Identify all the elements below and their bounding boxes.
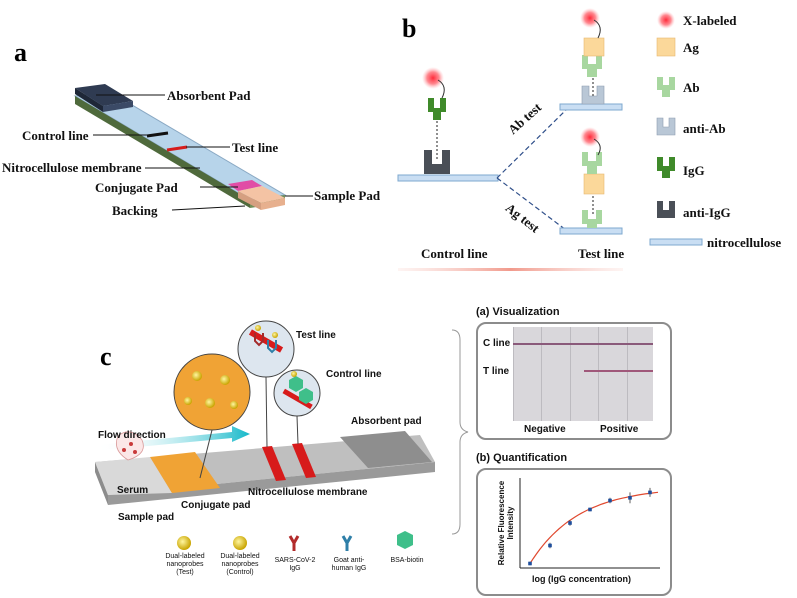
legend-ag-label: Ag — [683, 40, 699, 55]
nanoprobe-test-icon — [177, 536, 191, 550]
positive-label: Positive — [600, 424, 639, 435]
visualization-box — [476, 322, 672, 440]
test-line-b-label: Test line — [578, 246, 625, 261]
data-point — [548, 543, 552, 548]
negative-label: Negative — [524, 424, 566, 435]
bsa-biotin-icon — [397, 531, 413, 549]
panel-b-letter: b — [402, 14, 417, 43]
legend-x-labeled-label: X-labeled — [683, 13, 737, 28]
data-point — [568, 521, 572, 525]
absorbent-pad-label: Absorbent Pad — [167, 88, 251, 103]
data-point — [628, 496, 632, 500]
serum-label: Serum — [117, 485, 149, 496]
t-line-label: T line — [483, 366, 510, 377]
test-line-mark — [166, 145, 188, 152]
igg-shape — [428, 98, 446, 120]
legend-goat-anti-human-igg-label: Goat anti-human IgG — [331, 557, 367, 572]
legend-nanoprobe-control-label: Dual-labeled nanoprobes (Control) — [220, 553, 260, 576]
x-axis-label: log (IgG concentration) — [532, 574, 631, 584]
visualization-title: (a) Visualization — [476, 306, 560, 318]
test-line-label: Test line — [232, 140, 279, 155]
data-point — [648, 490, 652, 495]
x-labeled-icon — [657, 11, 675, 29]
nanoprobe-control-icon — [233, 536, 247, 550]
nitrocellulose-c-label: Nitrocellulose membrane — [248, 487, 368, 498]
sars-cov-2-igg-icon — [288, 535, 300, 551]
legend-sars-cov-2-igg-label: SARS-CoV-2 IgG — [274, 557, 316, 572]
nitrocellulose-label: Nitrocellulose membrane — [2, 160, 142, 175]
legend-anti-igg-label: anti-IgG — [683, 205, 731, 220]
anti-igg-shape — [424, 150, 450, 174]
anti-ab-icon — [656, 117, 676, 136]
y-axis-label: Relative Fluorescence Intensity — [497, 480, 515, 566]
t-line-band — [584, 370, 653, 372]
conjugate-pad-c-label: Conjugate pad — [181, 500, 251, 511]
goat-anti-human-igg-icon — [341, 535, 353, 551]
legend-anti-ab-label: anti-Ab — [683, 121, 726, 136]
control-line-mark — [146, 131, 169, 138]
anti-igg-icon — [657, 201, 675, 218]
conjugate-pad-label: Conjugate Pad — [95, 180, 178, 195]
legend-nanoprobe-test-label: Dual-labeled nanoprobes (Test) — [165, 553, 205, 576]
test-line-strip — [262, 446, 286, 481]
control-line-c-label: Control line — [326, 369, 382, 380]
absorbent-pad-c-label: Absorbent pad — [351, 416, 422, 427]
quantification-box — [476, 468, 672, 596]
legend-bsa-biotin-label: BSA-biotin — [390, 557, 424, 564]
panel-a-letter: a — [14, 38, 27, 67]
backing-label: Backing — [112, 203, 158, 218]
test-line-c-label: Test line — [296, 330, 336, 341]
legend-igg-label: IgG — [683, 163, 705, 178]
fit-curve — [529, 491, 659, 564]
igg-icon — [657, 157, 675, 178]
data-point — [608, 498, 612, 503]
ag-icon — [656, 37, 676, 57]
data-point — [528, 561, 532, 566]
c-line-band — [513, 343, 653, 345]
c-line-label: C line — [483, 338, 511, 349]
quantification-title: (b) Quantification — [476, 452, 568, 464]
legend-nitrocellulose-label: nitrocellulose — [707, 235, 782, 250]
panel-c-letter: c — [100, 342, 112, 371]
flow-direction-label: Flow direction — [98, 430, 166, 441]
control-line-label: Control line — [22, 128, 89, 143]
control-line-b-label: Control line — [421, 246, 488, 261]
ab-icon — [657, 77, 675, 97]
data-point — [588, 507, 592, 512]
sample-pad-c-label: Sample pad — [118, 512, 175, 523]
nitrocellulose-icon — [649, 238, 703, 246]
legend-ab-label: Ab — [683, 80, 700, 95]
sample-pad-label: Sample Pad — [314, 188, 381, 203]
control-line-strip — [292, 443, 316, 478]
